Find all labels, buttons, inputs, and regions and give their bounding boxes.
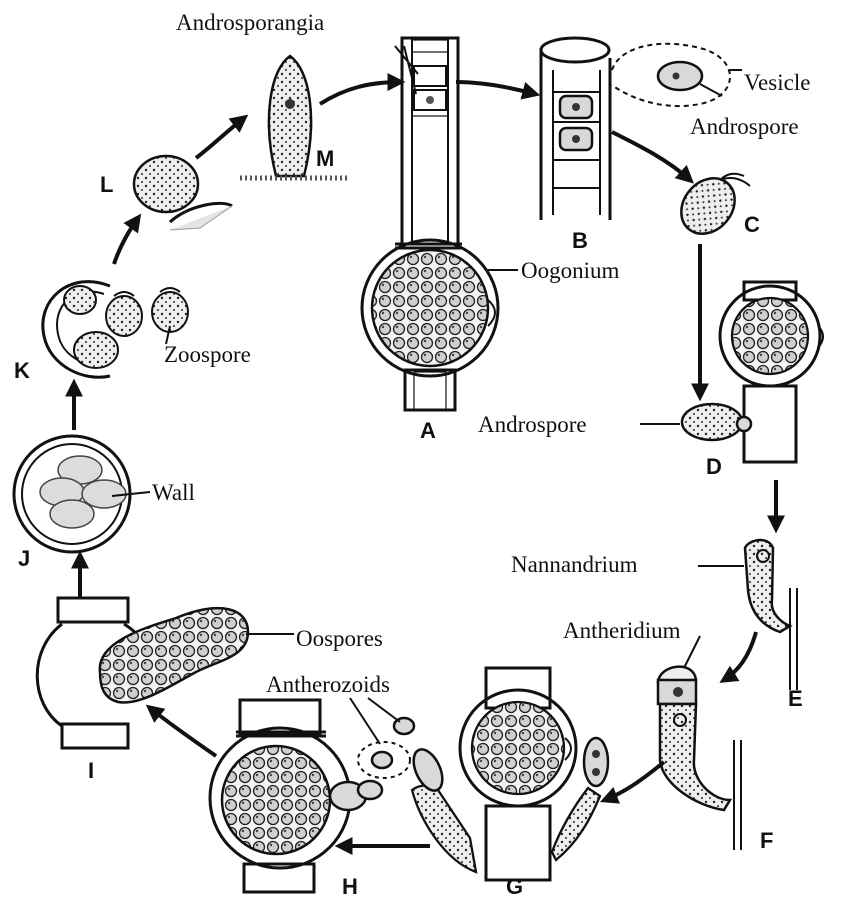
stage-f-dwarf-male bbox=[658, 667, 741, 850]
letter-g: G bbox=[506, 874, 523, 897]
letter-k: K bbox=[14, 358, 30, 383]
label-wall: Wall bbox=[152, 480, 195, 505]
stage-g-fertilization bbox=[358, 668, 608, 880]
label-androspore-b: Androspore bbox=[690, 114, 799, 139]
stage-c-androspore bbox=[670, 168, 750, 245]
arrow-l-to-m bbox=[196, 118, 244, 158]
letter-m: M bbox=[316, 146, 334, 171]
arrow-h-to-i bbox=[150, 708, 216, 756]
label-androspore-d: Androspore bbox=[478, 412, 587, 437]
letter-e: E bbox=[788, 686, 803, 711]
arrow-b-to-c bbox=[612, 132, 690, 180]
label-antheridium: Antheridium bbox=[563, 618, 681, 643]
label-nannandrium: Nannandrium bbox=[511, 552, 638, 577]
arrow-f-to-g bbox=[605, 762, 664, 800]
stage-j-oospore-wall bbox=[14, 436, 130, 552]
stage-e-nannandrium bbox=[745, 540, 797, 690]
label-androsporangia: Androsporangia bbox=[176, 10, 324, 35]
arrow-m-to-a bbox=[320, 82, 400, 104]
letter-h: H bbox=[342, 874, 358, 897]
letter-b: B bbox=[572, 228, 588, 253]
stage-h-fertilized-oogonium bbox=[210, 700, 382, 892]
stage-i-oospore-release bbox=[37, 598, 248, 748]
letter-j: J bbox=[18, 546, 30, 571]
label-oospores: Oospores bbox=[296, 626, 383, 651]
letter-d: D bbox=[706, 454, 722, 479]
letter-c: C bbox=[744, 212, 760, 237]
stage-l-zoospore-settling bbox=[134, 156, 232, 230]
label-antherozoids: Antherozoids bbox=[266, 672, 390, 697]
stage-a-filament bbox=[362, 38, 498, 410]
arrow-a-to-b bbox=[456, 82, 535, 94]
arrow-e-to-f bbox=[724, 632, 756, 680]
stage-d-androspore-attachment bbox=[682, 282, 823, 462]
arrow-k-to-l bbox=[114, 218, 138, 264]
letter-i: I bbox=[88, 758, 94, 783]
label-oogonium: Oogonium bbox=[521, 258, 620, 283]
letter-f: F bbox=[760, 828, 773, 853]
label-vesicle: Vesicle bbox=[744, 70, 810, 95]
letter-a: A bbox=[420, 418, 436, 443]
letter-l: L bbox=[100, 172, 113, 197]
label-zoospore: Zoospore bbox=[164, 342, 251, 367]
